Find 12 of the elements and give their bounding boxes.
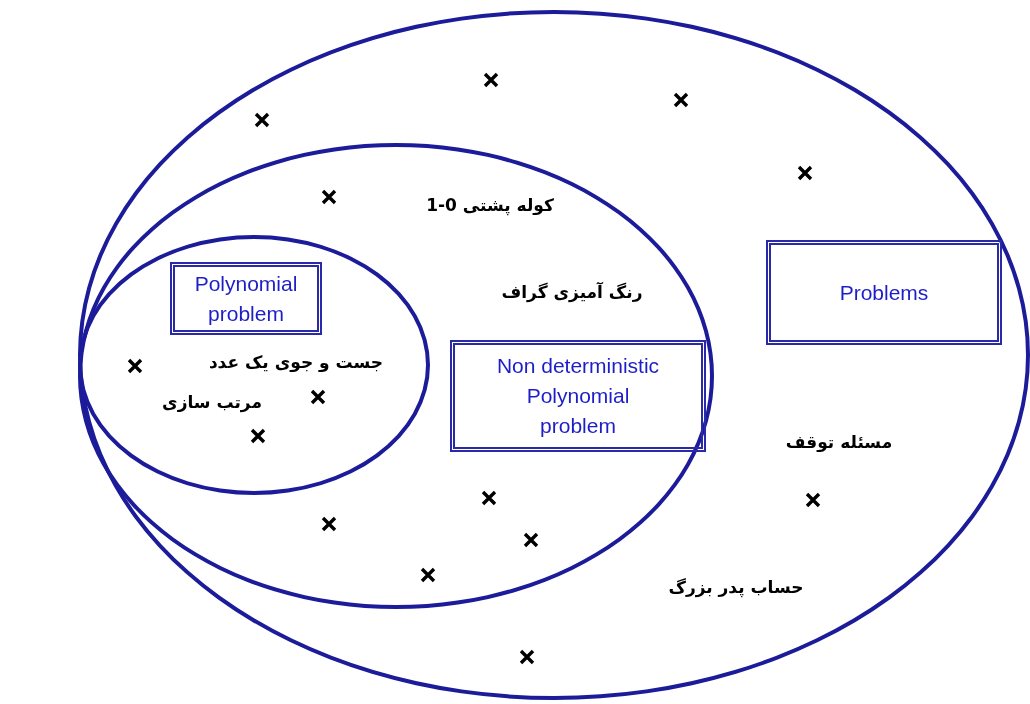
- set-ellipse: [78, 143, 714, 609]
- problem-label: رنگ آمیزی گراف: [501, 282, 643, 302]
- class-box: Problems: [766, 240, 1002, 345]
- set-ellipse: [78, 10, 1030, 700]
- problem-label: جست و جوی یک عدد: [208, 352, 384, 372]
- class-box: Non deterministic Polynomial problem: [450, 340, 706, 452]
- problem-label: مسئله توقف: [785, 432, 893, 452]
- problem-label: مرتب سازی: [162, 392, 262, 412]
- set-ellipse: [78, 235, 430, 495]
- class-box: Polynomial problem: [170, 262, 322, 335]
- problem-label: کوله پشتی 0-1: [426, 195, 554, 215]
- problem-label: حساب پدر بزرگ: [668, 577, 804, 597]
